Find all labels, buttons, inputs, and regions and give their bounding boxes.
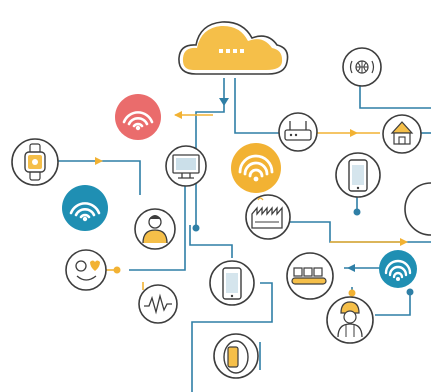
man-user-icon[interactable] <box>134 208 176 250</box>
smartphone-icon[interactable] <box>335 152 381 198</box>
arrow-left <box>347 264 355 272</box>
arrow-down <box>219 98 229 106</box>
dot <box>353 208 361 216</box>
monitor-icon[interactable] <box>165 145 207 187</box>
home-icon[interactable] <box>382 114 422 154</box>
arrowheads <box>95 98 408 272</box>
globe-wifi-icon[interactable] <box>342 47 382 87</box>
arrow-right <box>400 238 408 246</box>
connector-dots <box>113 208 414 297</box>
tablet-icon[interactable] <box>209 260 255 306</box>
dot <box>406 288 414 296</box>
dot <box>113 266 121 274</box>
teal-wifi-small-icon[interactable] <box>379 250 417 288</box>
health-tracker-icon[interactable] <box>65 249 107 291</box>
cloud-icon[interactable] <box>178 21 289 75</box>
arrow-right <box>95 157 103 165</box>
heart-rate-icon[interactable] <box>138 284 178 324</box>
orange-wifi-icon[interactable] <box>231 143 281 193</box>
arrow-right <box>350 129 358 137</box>
smartwatch-icon[interactable] <box>11 138 59 186</box>
arrow-left <box>174 111 182 119</box>
partial-device-icon[interactable] <box>404 182 431 236</box>
router-icon[interactable] <box>278 112 318 152</box>
red-wifi-icon[interactable] <box>115 94 161 140</box>
factory-icon[interactable] <box>245 194 291 240</box>
cloud-dots <box>219 49 244 53</box>
worker-icon[interactable] <box>326 296 374 344</box>
robot-arm-icon[interactable] <box>286 252 334 300</box>
dot <box>348 289 356 297</box>
fitness-band-icon[interactable] <box>213 333 259 379</box>
dot <box>192 224 200 232</box>
teal-wifi-icon[interactable] <box>62 185 108 231</box>
